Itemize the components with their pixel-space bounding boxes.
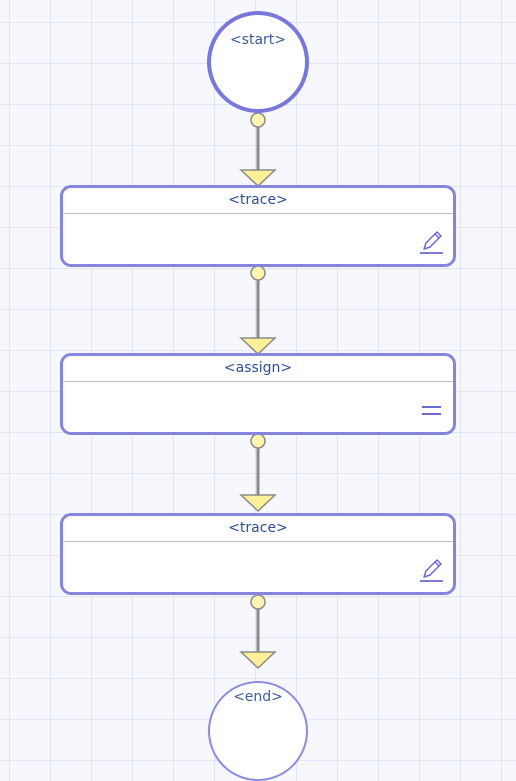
arrowhead-icon bbox=[239, 494, 277, 513]
edge-trace-to-end[interactable] bbox=[239, 594, 277, 670]
pencil-icon[interactable] bbox=[417, 556, 445, 584]
trace-node[interactable]: <trace> bbox=[60, 513, 456, 595]
arrowhead-icon bbox=[239, 337, 277, 356]
edge-trace-to-assign[interactable] bbox=[239, 265, 277, 356]
connector-dot[interactable] bbox=[250, 265, 266, 281]
start-label: <start> bbox=[229, 32, 287, 48]
start-node[interactable]: <start> bbox=[207, 11, 309, 113]
node-title: <trace> bbox=[63, 516, 453, 542]
end-node[interactable]: <end> bbox=[208, 681, 308, 781]
edge-start-to-trace[interactable] bbox=[239, 112, 277, 188]
pencil-icon[interactable] bbox=[417, 228, 445, 256]
node-title: <assign> bbox=[63, 356, 453, 382]
arrowhead-icon bbox=[239, 169, 277, 188]
node-title: <trace> bbox=[63, 188, 453, 214]
equals-icon[interactable] bbox=[417, 396, 445, 424]
connector-dot[interactable] bbox=[250, 594, 266, 610]
connector-dot[interactable] bbox=[250, 112, 266, 128]
trace-node[interactable]: <trace> bbox=[60, 185, 456, 267]
arrowhead-icon bbox=[239, 651, 277, 670]
end-label: <end> bbox=[233, 689, 283, 705]
assign-node[interactable]: <assign> bbox=[60, 353, 456, 435]
connector-dot[interactable] bbox=[250, 433, 266, 449]
edge-assign-to-trace[interactable] bbox=[239, 433, 277, 513]
